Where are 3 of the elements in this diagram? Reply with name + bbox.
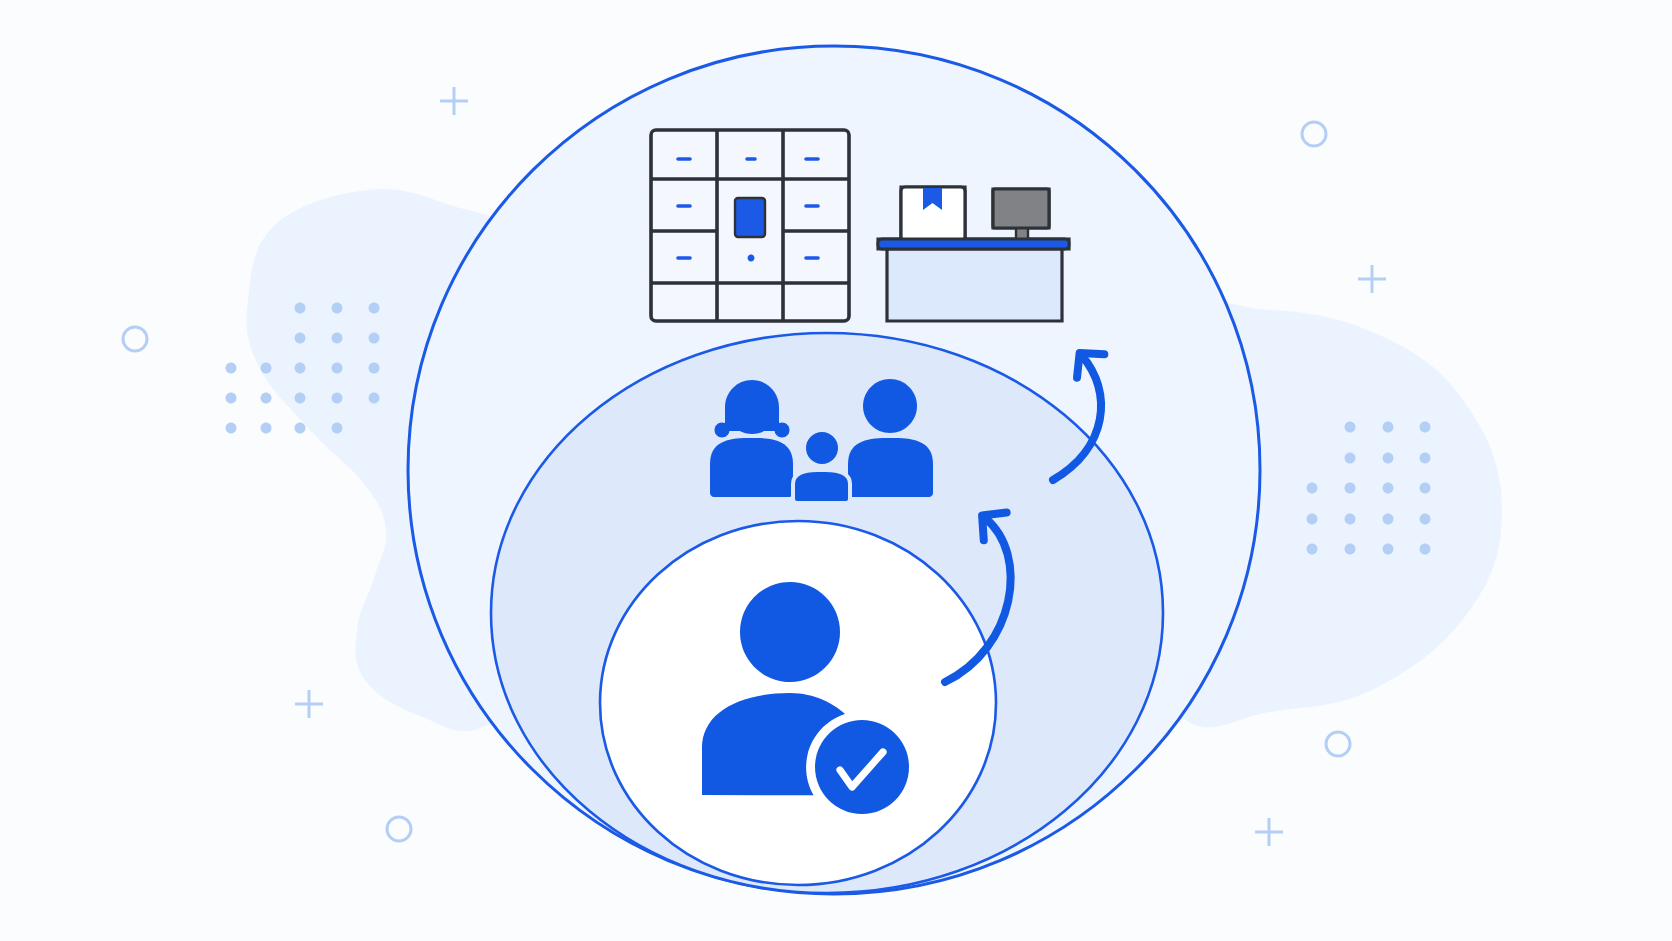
locker-illustration	[649, 128, 851, 323]
counter-illustration	[876, 185, 1071, 323]
user-check-icon	[702, 582, 909, 814]
